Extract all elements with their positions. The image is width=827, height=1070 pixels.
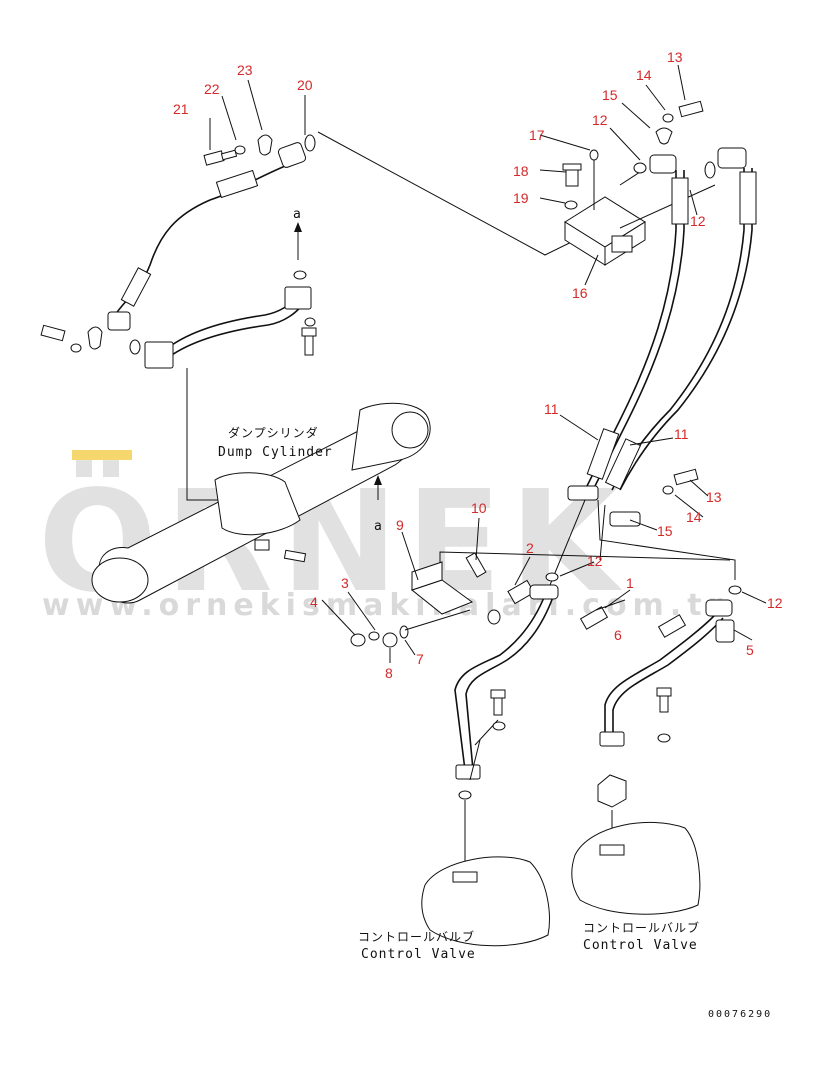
control-valve-left-label-en: Control Valve [361,947,476,962]
dump-cylinder: a ダンプシリンダ Dump Cylinder [91,402,431,604]
drawing-number: 00076290 [708,1009,772,1020]
callout-10: 10 [471,500,487,516]
callout-12-right: 12 [690,213,706,229]
callout-22: 22 [204,81,220,97]
callout-5: 5 [746,642,754,658]
callout-11-right: 11 [674,426,689,442]
callout-numbers: 13 14 15 12 17 18 19 12 16 20 21 22 23 1… [173,49,783,681]
callout-16: 16 [572,285,588,301]
callout-18: 18 [513,163,529,179]
bracket-and-hoses [549,100,757,595]
control-valves: コントロールバルブ Control Valve コントロールバルブ Contro… [358,774,701,962]
callout-14-top: 14 [636,67,652,83]
callout-7: 7 [416,651,424,667]
dump-cylinder-label-en: Dump Cylinder [218,445,333,460]
callout-13-top: 13 [667,49,683,65]
callout-19: 19 [513,190,529,206]
callout-3: 3 [341,575,349,591]
control-valve-right-label-en: Control Valve [583,938,698,953]
callout-14-lower: 14 [686,509,702,525]
dump-cylinder-label-jp: ダンプシリンダ [228,425,319,440]
view-a-label-lower: a [374,519,383,534]
callout-9: 9 [396,517,404,533]
callout-21: 21 [173,101,189,117]
callout-4: 4 [310,594,318,610]
upper-hose-assembly: a [40,131,601,501]
control-valve-left-label-jp: コントロールバルブ [358,929,475,944]
callout-2: 2 [526,540,534,556]
control-valve-right-label-jp: コントロールバルブ [583,920,700,935]
callout-1: 1 [626,575,634,591]
callout-12-mid: 12 [587,553,603,569]
callout-15-lower: 15 [657,523,673,539]
callout-11-left: 11 [544,401,559,417]
steel-pipes [454,584,753,781]
callout-12-far-right: 12 [767,595,783,611]
callout-12-top: 12 [592,112,608,128]
watermark-accent-right [110,450,132,460]
callout-23: 23 [237,62,253,78]
callout-15-top: 15 [602,87,618,103]
callout-20: 20 [297,77,313,93]
mounting-bracket [350,551,731,648]
watermark-accent-left [72,450,124,460]
view-a-label-upper: a [293,207,302,222]
callout-8: 8 [385,665,393,681]
callout-17: 17 [529,127,545,143]
callout-13-lower: 13 [706,489,722,505]
callout-6: 6 [614,627,622,643]
